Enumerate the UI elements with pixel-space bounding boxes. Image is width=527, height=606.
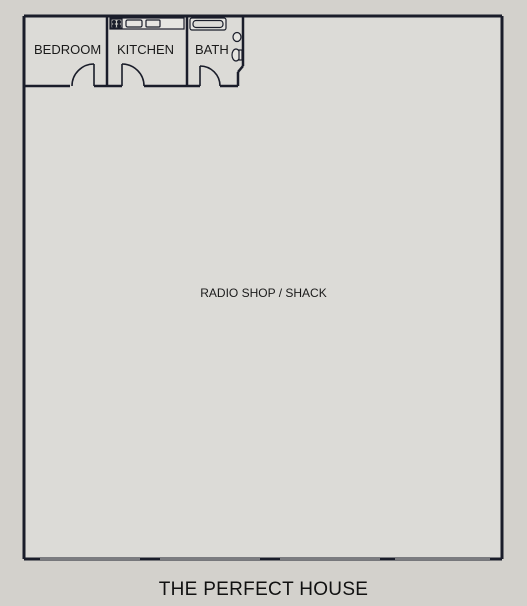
room-label-bedroom: BEDROOM bbox=[34, 42, 102, 57]
room-label-radio-shop: RADIO SHOP / SHACK bbox=[200, 286, 327, 300]
sink-icon bbox=[232, 31, 242, 43]
plan-caption: THE PERFECT HOUSE bbox=[158, 579, 369, 600]
stove-icon bbox=[110, 18, 123, 29]
interior-walls bbox=[24, 16, 245, 88]
bath-door bbox=[199, 65, 221, 87]
floor-area bbox=[24, 16, 502, 559]
bedroom-door bbox=[71, 63, 95, 87]
kitchen-counter bbox=[109, 17, 185, 30]
bath-fixtures bbox=[189, 17, 243, 62]
sink-icon bbox=[125, 19, 143, 28]
cabinet-icon bbox=[145, 19, 161, 28]
room-label-kitchen: KITCHEN bbox=[117, 42, 175, 57]
kitchen-door bbox=[121, 63, 145, 87]
doors bbox=[71, 63, 221, 87]
room-label-bath: BATH bbox=[195, 42, 229, 57]
